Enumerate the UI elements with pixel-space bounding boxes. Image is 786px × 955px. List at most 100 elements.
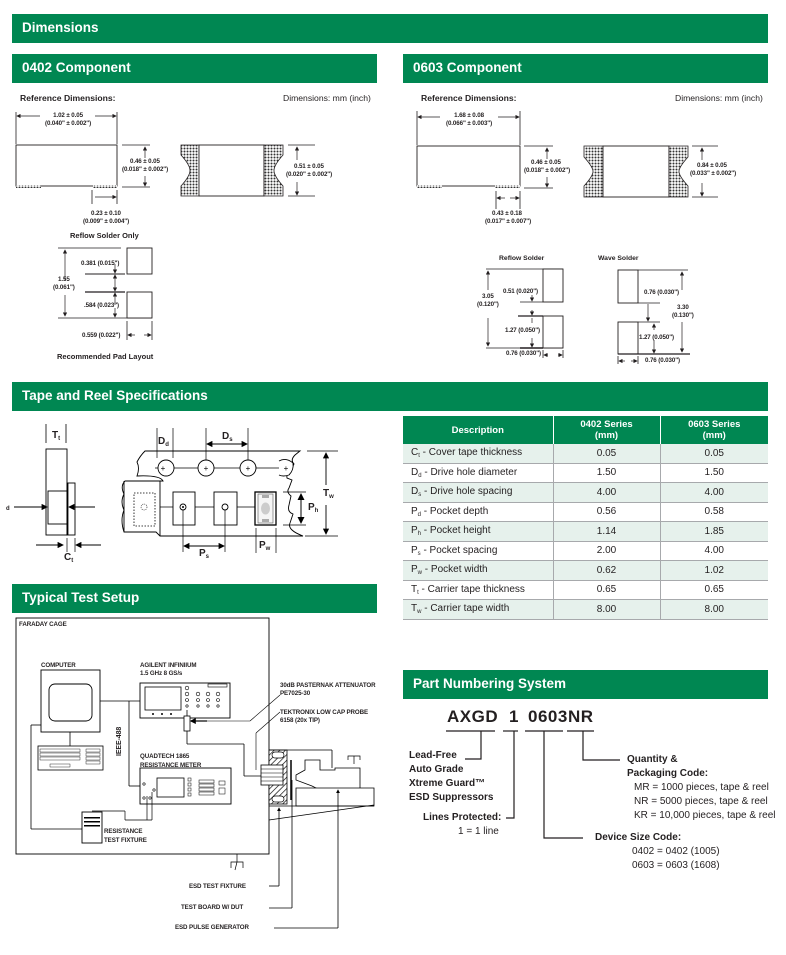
cell-0603: 0.05 [660,444,768,464]
dim-height-0603: 0.46 ± 0.05 [531,159,561,166]
col-0603-title: 0603 Series [688,419,741,430]
wave-total: 3.30 [677,304,689,311]
dim-length-0603: 1.68 ± 0.08 [454,112,484,119]
label-ds-sub: s [229,437,233,443]
dim-height-in-0603: (0.018" ± 0.002") [524,167,571,174]
cell-0402: 1.14 [553,521,661,542]
wave-pad-len: 1.27 (0.050") [639,334,675,341]
label-dd-sym: D [158,436,166,447]
cell-0402: 1.50 [553,463,661,483]
symbol: C [411,447,419,459]
qty-label-1: Quantity & [627,754,678,765]
label-ph-sym: P [308,502,315,513]
cell-0603: 4.00 [660,541,768,561]
scope-name: AGILENT INFINIIUM [140,662,197,669]
description-text: - Pocket spacing [420,544,498,556]
cell-description: Dd - Drive hole diameter [403,463,554,483]
label-ph: Ph [308,502,318,514]
attenuator-name: 30dB PASTERNAK ATTENUATOR [280,682,376,689]
label-ph-sub: h [314,508,319,514]
reflow-gap: 0.51 (0.020") [503,288,539,295]
code-lines: 1 [509,707,519,726]
pulse-gen-label: ESD PULSE GENERATOR [175,924,249,931]
cell-description: Tw - Carrier tape width [403,599,554,620]
size-code-0603: 0603 = 0603 (1608) [632,860,720,871]
family-desc: Lead-Free Auto Grade Xtreme Guard™ ESD S… [409,749,493,805]
units-note-0603: Dimensions: mm (inch) [675,93,763,103]
cell-0603: 1.85 [660,521,768,542]
dim-term: 0.23 ± 0.10 [91,210,121,217]
dim-0402-drawing [15,112,315,340]
dim-length-label: 1.02 ± 0.05(0.040" ± 0.002") [45,112,91,128]
ref-dim-label-0603: Reference Dimensions: [421,93,517,103]
qty-mr: MR = 1000 pieces, tape & reel [634,782,769,793]
fixture-desc: TEST FIXTURE [104,837,147,844]
dim-term-label: 0.23 ± 0.10(0.009" ± 0.004") [83,210,129,226]
description-text: - Carrier tape width [421,603,510,615]
dim-width-0603: 0.84 ± 0.05 [697,162,727,169]
dim-length-in-0603: (0.066" ± 0.003") [446,120,493,127]
dim-height-label: 0.46 ± 0.05(0.018" ± 0.002") [122,158,168,174]
cell-description: Pw - Pocket width [403,560,554,581]
section-header-0402: 0402 Component [12,54,377,83]
cell-description: Ps - Pocket spacing [403,541,554,561]
reflow-total: 3.05 [482,293,494,300]
section-header-test-setup: Typical Test Setup [12,584,377,613]
cell-description: Ct - Cover tape thickness [403,444,554,464]
label-pw: Pw [259,540,270,552]
col-0402: 0402 Series(mm) [553,416,661,444]
description-text: - Pocket depth [421,505,489,517]
attenuator-model: PE7025-30 [280,690,311,697]
lines-protected-value: 1 = 1 line [458,826,499,837]
reflow-solder-title: Reflow Solder [499,255,545,262]
wave-solder-title: Wave Solder [598,255,639,262]
label-ds: Ds [222,431,233,443]
cell-0603: 0.65 [660,580,768,600]
cell-description: Ds - Drive hole spacing [403,482,554,503]
cell-0402: 8.00 [553,599,661,620]
reflow-pad-len: 1.27 (0.050") [505,327,541,334]
dim-term-in: (0.009" ± 0.004") [83,218,130,225]
dim-length: 1.02 ± 0.05 [53,112,83,119]
symbol: P [411,505,418,517]
dim-0603-drawing [416,111,718,364]
qty-nr: NR = 5000 pieces, tape & reel [634,796,768,807]
pad-len: .584 (0.023") [84,302,120,309]
family-line-4: ESD Suppressors [409,792,494,803]
code-packaging: NR [568,707,594,726]
wave-total-label: 3.30(0.130") [672,304,694,320]
label-ds-sym: D [222,431,230,442]
description-text: - Pocket width [422,564,488,576]
pad-total-in: (0.061") [53,284,75,291]
dim-term-0603-label: 0.43 ± 0.18(0.017" ± 0.007") [485,210,531,226]
label-tt: Tt [52,430,60,442]
cell-0603: 1.02 [660,560,768,581]
dim-term-in-0603: (0.017" ± 0.007") [485,218,532,225]
dim-height-in: (0.018" ± 0.002") [122,166,169,173]
label-pd: d [6,500,10,512]
col-0603-unit: (mm) [702,430,726,441]
label-pw-sub: w [265,546,271,552]
code-size: 0603 [528,707,568,726]
svg-text:+: + [246,464,251,473]
dim-height: 0.46 ± 0.05 [130,158,160,165]
wave-pad-width: 0.76 (0.030") [645,357,681,364]
probe-model: 6158 (20x TIP) [280,717,320,724]
symbol-subscript: t [418,453,420,460]
cell-0402: 0.05 [553,444,661,464]
dim-width: 0.51 ± 0.05 [294,163,324,170]
label-dd-sub: d [165,442,169,448]
size-code-0402: 0402 = 0402 (1005) [632,846,720,857]
description-text: - Drive hole diameter [421,466,518,478]
section-header-tape-reel: Tape and Reel Specifications [12,382,768,411]
size-code-values: 0402 = 0402 (1005) 0603 = 0603 (1608) [632,845,720,873]
pad-width: 0.559 (0.022") [82,332,121,339]
cell-0402: 2.00 [553,541,661,561]
label-pd-sub: d [6,506,10,512]
label-ps-sym: P [199,548,206,559]
